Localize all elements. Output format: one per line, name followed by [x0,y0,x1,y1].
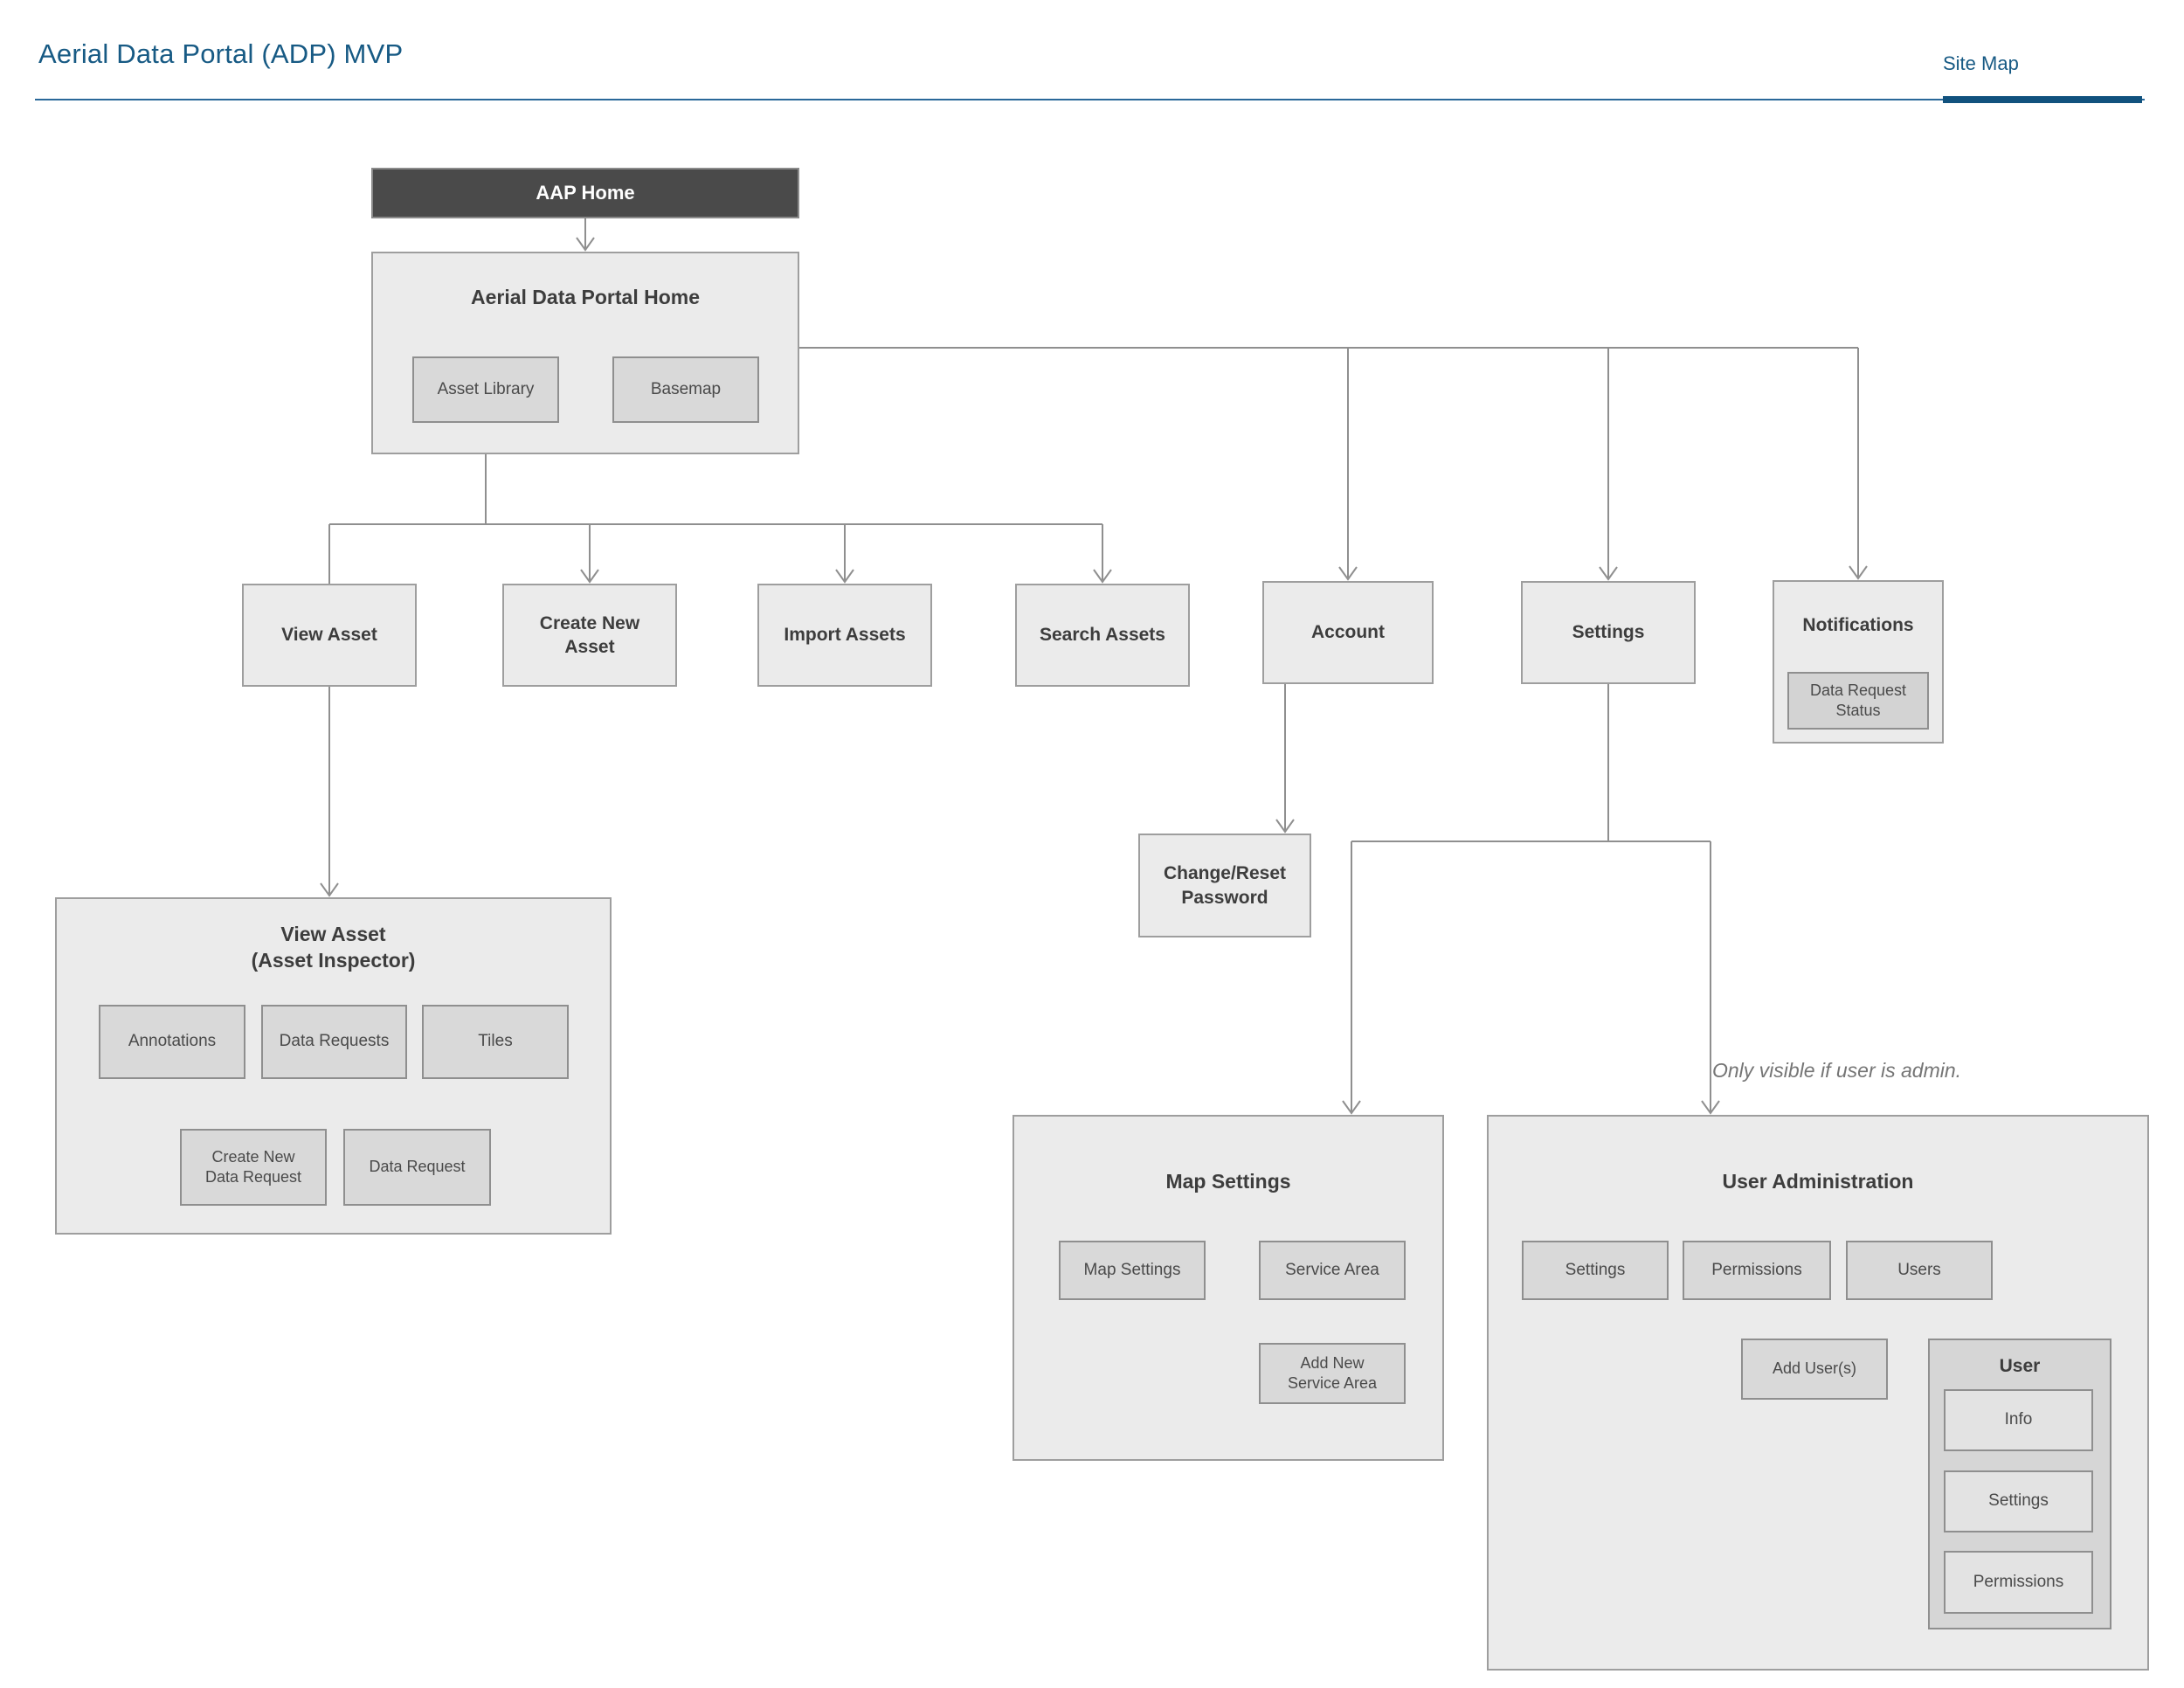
node-asset-library: Asset Library [412,356,559,423]
admin-only-note: Only visible if user is admin. [1712,1059,1962,1082]
panel-user-title: User [1999,1356,2041,1376]
node-search-assets: Search Assets [1015,584,1190,687]
node-map-settings: Map Settings [1059,1241,1206,1300]
header-divider [35,99,2145,100]
tab-site-map[interactable]: Site Map [1943,52,2019,74]
tab-active-underline [1943,96,2142,103]
node-annotations: Annotations [99,1005,245,1079]
node-user-settings: Settings [1944,1470,2093,1532]
panel-user-administration-title: User Administration [1722,1170,1914,1193]
node-user-info: Info [1944,1389,2093,1451]
node-view-asset: View Asset [242,584,417,687]
wire-view-asset-to-inspector [320,687,339,897]
wire-account-to-password [1275,684,1295,834]
panel-adp-home-title: Aerial Data Portal Home [470,286,701,308]
node-notifications-label: Notifications [1802,615,1914,635]
node-account: Account [1262,581,1434,684]
node-data-requests: Data Requests [261,1005,407,1079]
node-aap-home: AAP Home [371,168,799,218]
node-create-new-data-request: Create New Data Request [180,1129,327,1206]
node-import-assets: Import Assets [757,584,932,687]
node-change-reset-password: Change/Reset Password [1138,834,1311,937]
panel-adp-home: Aerial Data Portal Home [371,252,799,454]
wire-asset-library-branch [328,423,1112,584]
panel-asset-inspector-title: View Asset (Asset Inspector) [251,923,416,972]
node-create-new-asset: Create New Asset [502,584,677,687]
node-basemap: Basemap [612,356,759,423]
page-title: Aerial Data Portal (ADP) MVP [38,38,404,69]
node-ua-users: Users [1846,1241,1993,1300]
node-data-request: Data Request [343,1129,491,1206]
wire-settings-split [1342,684,1720,1115]
panel-map-settings-title: Map Settings [1165,1170,1291,1193]
node-ua-permissions: Permissions [1683,1241,1831,1300]
wire-aap-to-adp [576,218,595,252]
node-add-new-service-area: Add New Service Area [1259,1343,1406,1404]
node-add-users: Add User(s) [1741,1339,1888,1400]
node-settings: Settings [1521,581,1696,684]
node-tiles: Tiles [422,1005,569,1079]
wire-adp-to-right-group [799,347,1868,581]
node-user-permissions: Permissions [1944,1551,2093,1614]
node-ua-settings: Settings [1522,1241,1669,1300]
node-data-request-status: Data Request Status [1787,672,1929,730]
node-service-area: Service Area [1259,1241,1406,1300]
